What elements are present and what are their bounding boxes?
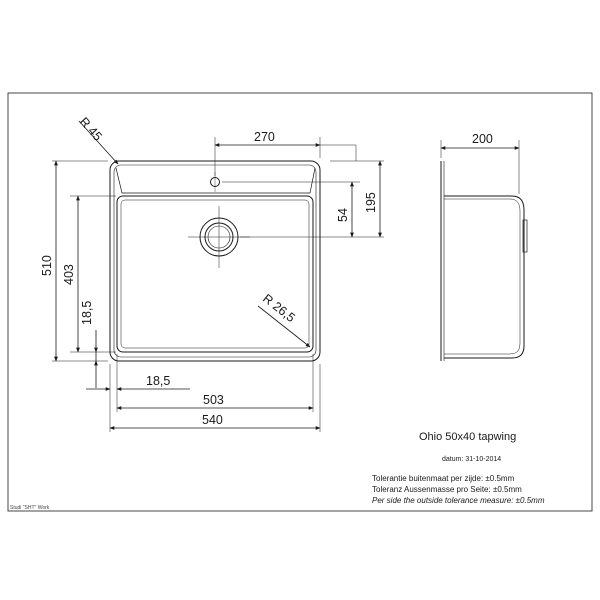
front-dimension-lines bbox=[52, 120, 384, 432]
dim-outer-width: 540 bbox=[202, 413, 223, 427]
dim-radius-corner: R 45 bbox=[77, 115, 105, 144]
drawing-date: datum: 31-10-2014 bbox=[442, 456, 501, 463]
dim-inner-radius: R 26,5 bbox=[260, 291, 298, 325]
dim-right-height: 195 bbox=[364, 192, 378, 213]
dim-tap-offset: 54 bbox=[336, 208, 350, 222]
dim-bottom-margin: 18,5 bbox=[146, 374, 170, 388]
drawing-frame bbox=[7, 92, 593, 512]
sink-front-view bbox=[109, 160, 321, 362]
dim-outer-height: 510 bbox=[40, 255, 54, 276]
tolerance-line-1: Tolerantie buitenmaat per zijde: ±0.5mm bbox=[372, 474, 515, 483]
sink-side-view bbox=[440, 161, 528, 361]
side-view-bowl bbox=[444, 195, 525, 359]
studio-mark: Studi "SHT" Work bbox=[10, 505, 50, 511]
dim-top-width: 270 bbox=[254, 130, 275, 144]
dim-inner-height: 403 bbox=[62, 264, 76, 285]
drawing-title: Ohio 50x40 tapwing bbox=[419, 431, 516, 443]
tapwing-ledge bbox=[115, 167, 316, 194]
dim-left-margin: 18,5 bbox=[80, 301, 94, 325]
tolerance-line-2: Toleranz Aussenmasse pro Seite: ±0.5mm bbox=[372, 485, 522, 494]
sink-inner-bowl bbox=[116, 195, 314, 353]
side-dimension-lines bbox=[440, 140, 520, 194]
dim-side-depth: 200 bbox=[472, 132, 493, 146]
side-view-drain-stub bbox=[522, 219, 528, 253]
tolerance-line-3: Per side the outside tolerance measure: … bbox=[372, 496, 545, 505]
dim-inner-width: 503 bbox=[203, 393, 224, 407]
